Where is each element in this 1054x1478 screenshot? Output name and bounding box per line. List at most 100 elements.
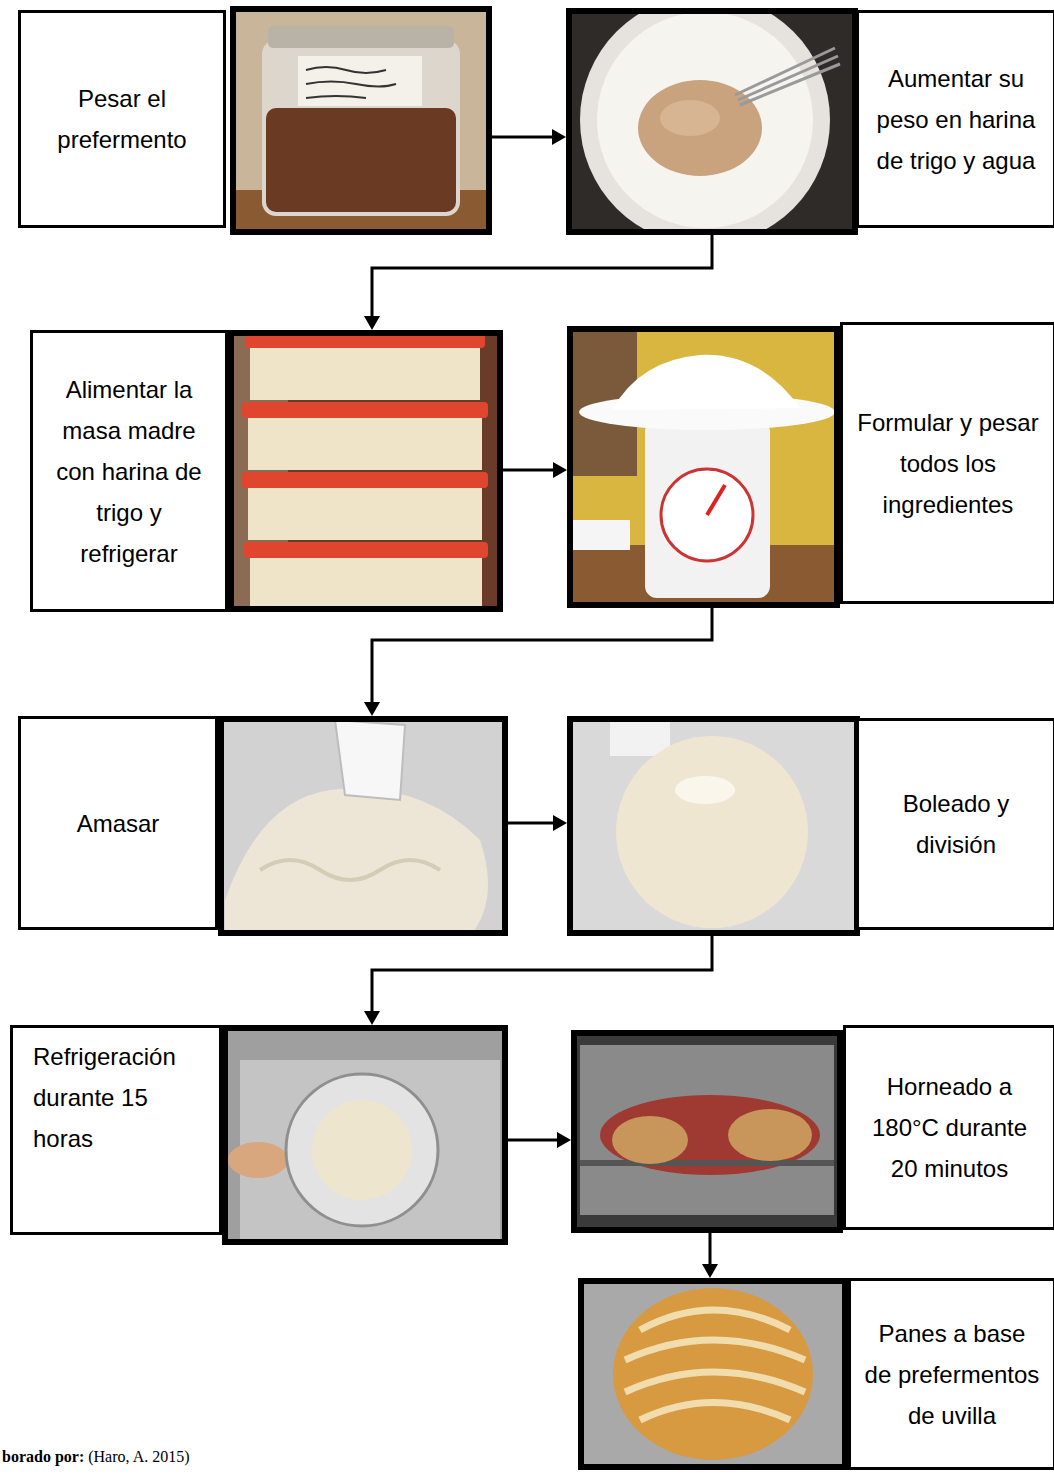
- photo-shape: [248, 488, 482, 540]
- photo-shape: [218, 716, 508, 936]
- photo-shape: [580, 1045, 834, 1215]
- step-label: Boleado y división: [871, 783, 1041, 865]
- process-step: Amasar: [18, 716, 508, 936]
- bread-photo: [578, 1278, 848, 1470]
- photo-shape: [728, 1109, 812, 1161]
- photo-shape: [735, 48, 840, 105]
- photo-frame: [225, 1028, 505, 1242]
- photo-shape: [567, 716, 860, 936]
- photo-frame: [570, 719, 857, 933]
- photo-frame: [221, 719, 505, 933]
- photo-frame: [231, 333, 500, 609]
- photo-shape: [230, 6, 492, 235]
- process-box: Boleado y división: [856, 718, 1054, 930]
- flow-arrow: [372, 235, 712, 316]
- credit-source: (Haro, A. 2015): [88, 1448, 189, 1465]
- photo-shape: [228, 1142, 288, 1178]
- process-box: Refrigeración durante 15 horas: [10, 1025, 222, 1235]
- flow-arrow: [503, 469, 553, 472]
- arrow-head: [702, 1264, 718, 1278]
- process-box: Formular y pesar todos los ingredientes: [840, 322, 1054, 604]
- photo-shape: [612, 1116, 688, 1164]
- photo-shape: [675, 776, 735, 804]
- arrow-head: [552, 129, 566, 145]
- process-step: Panes a base de prefermentos de uvilla: [578, 1278, 1054, 1470]
- photo-shape: [661, 469, 753, 561]
- photo-shape: [580, 1160, 834, 1166]
- arrow-head: [553, 815, 567, 831]
- photo-shape: [248, 418, 482, 470]
- photo-shape: [268, 26, 454, 48]
- arrow-head: [553, 462, 567, 478]
- process-step: Formular y pesar todos los ingredientes: [567, 322, 1054, 608]
- photo-shape: [242, 402, 488, 418]
- photo-frame: [233, 9, 489, 232]
- photo-shape: [286, 1074, 438, 1226]
- photo-shape: [250, 348, 480, 400]
- process-box: Pesar el prefermento: [18, 10, 226, 228]
- oven-photo: [571, 1030, 843, 1233]
- scale-photo: [567, 326, 840, 608]
- arrow-head: [364, 1011, 380, 1025]
- photo-shape: [242, 472, 488, 488]
- photo-shape: [578, 1278, 848, 1470]
- step-label: Horneado a 180°C durante 20 minutos: [858, 1066, 1041, 1189]
- step-label: Formular y pesar todos los ingredientes: [855, 402, 1041, 525]
- photo-shape: [222, 1025, 508, 1245]
- dough-ball-photo: [567, 716, 860, 936]
- photo-shape: [567, 326, 840, 608]
- flow-arrow: [508, 822, 553, 825]
- photo-shape: [597, 12, 813, 228]
- photo-shape: [645, 420, 770, 598]
- process-box: Panes a base de prefermentos de uvilla: [848, 1278, 1054, 1470]
- step-label: Aumentar su peso en harina de trigo y ag…: [871, 58, 1041, 181]
- flow-arrow: [492, 136, 552, 139]
- credit-prefix: borado por:: [2, 1448, 84, 1465]
- process-step: Alimentar la masa madre con harina de tr…: [30, 330, 503, 612]
- bowl-photo: [566, 8, 858, 235]
- photo-shape: [244, 542, 488, 558]
- photo-shape: [225, 789, 488, 936]
- step-label: Panes a base de prefermentos de uvilla: [863, 1313, 1041, 1436]
- flow-arrow: [372, 936, 712, 1011]
- process-step: Aumentar su peso en harina de trigo y ag…: [566, 8, 1054, 235]
- photo-shape: [580, 8, 830, 235]
- process-box: Alimentar la masa madre con harina de tr…: [30, 330, 228, 612]
- arrow-head: [364, 702, 380, 716]
- photo-shape: [250, 558, 482, 612]
- photo-shape: [638, 80, 762, 176]
- photo-shape: [260, 860, 440, 880]
- jar-photo: [230, 6, 492, 235]
- process-box: Amasar: [18, 716, 218, 930]
- photo-shape: [570, 520, 630, 550]
- step-label: Refrigeración durante 15 horas: [33, 1036, 207, 1159]
- step-label: Pesar el prefermento: [33, 78, 211, 160]
- process-step: Refrigeración durante 15 horas: [10, 1025, 508, 1245]
- photo-frame: [581, 1281, 845, 1467]
- arrow-head: [364, 316, 380, 330]
- credit-line: borado por: (Haro, A. 2015): [2, 1448, 190, 1466]
- photo-shape: [312, 1100, 412, 1200]
- photo-frame: [574, 1033, 840, 1230]
- step-label: Amasar: [33, 803, 203, 844]
- kneading-photo: [218, 716, 508, 936]
- photo-shape: [306, 67, 396, 98]
- process-step: Boleado y división: [567, 716, 1054, 936]
- process-box: Aumentar su peso en harina de trigo y ag…: [856, 10, 1054, 228]
- photo-frame: [570, 329, 837, 605]
- photo-shape: [625, 1310, 805, 1420]
- photo-shape: [228, 330, 503, 612]
- photo-shape: [335, 720, 405, 800]
- flow-arrow: [709, 1233, 712, 1264]
- process-step: Horneado a 180°C durante 20 minutos: [571, 1025, 1054, 1233]
- process-box: Horneado a 180°C durante 20 minutos: [843, 1025, 1054, 1230]
- refrigeration-photo: [222, 1025, 508, 1245]
- flow-arrow: [508, 1139, 557, 1142]
- photo-shape: [262, 40, 460, 216]
- photo-shape: [266, 108, 456, 212]
- photo-shape: [298, 56, 422, 106]
- arrow-head: [557, 1132, 571, 1148]
- containers-photo: [228, 330, 503, 612]
- flow-arrow: [372, 608, 712, 702]
- photo-shape: [660, 100, 720, 136]
